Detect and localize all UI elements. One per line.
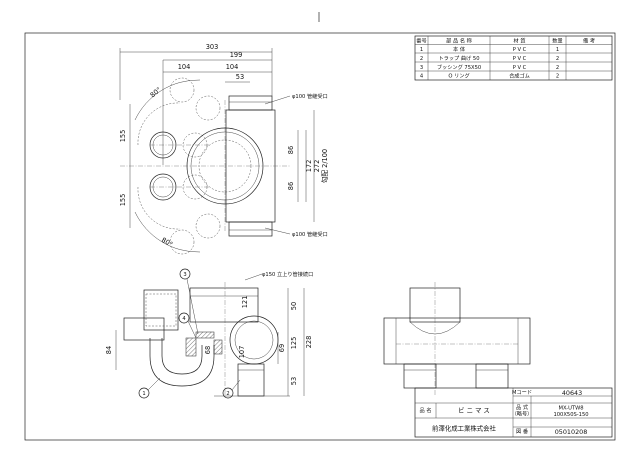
mcode-label: Mコード [512, 389, 532, 396]
dim-272: 272 [313, 160, 321, 173]
model-value: MX-UTW8 [558, 406, 583, 412]
parts-cell-material: P V C [513, 65, 527, 71]
parts-header-qty: 数量 [552, 36, 562, 44]
mcode-value: 40643 [562, 389, 582, 397]
model-label-sub: （略号） [512, 410, 533, 418]
drawing-no-value: 05010208 [555, 428, 588, 436]
parts-cell-qty: 2 [556, 65, 559, 71]
dim-53-section: 53 [290, 377, 298, 385]
parts-header-name: 部 品 名 称 [446, 36, 472, 44]
plan-view: 303 199 104 104 53 155 155 86 86 172 272… [119, 43, 329, 255]
parts-cell-qty: 2 [556, 56, 559, 62]
parts-cell-no: 3 [420, 65, 423, 71]
callout-3: 3 [179, 268, 199, 335]
parts-cell-name: トラップ 曲げ 50 [438, 54, 479, 62]
svg-text:3: 3 [183, 272, 186, 278]
parts-header-note: 備 考 [583, 36, 595, 44]
drawing-frame [24, 12, 616, 441]
model-value-sub: 100X50S-150 [553, 412, 588, 418]
parts-cell-no: 1 [420, 47, 423, 53]
name-value: ビ ニ マ ス [458, 406, 490, 415]
dim-53: 53 [236, 73, 244, 81]
parts-row: 2 トラップ 曲げ 50 P V C 2 [420, 54, 559, 62]
parts-cell-material: P V C [513, 47, 527, 53]
dim-172: 172 [305, 160, 313, 173]
parts-cell-name: ブッシング 75X50 [437, 63, 481, 71]
dim-107: 107 [238, 346, 246, 359]
dim-121: 121 [241, 296, 249, 309]
side-view [383, 282, 531, 396]
dim-50: 50 [290, 302, 298, 310]
angle-top: 80° [149, 86, 163, 100]
note-riser: φ150 立上り管接続口 [262, 270, 313, 278]
svg-text:4: 4 [182, 316, 186, 322]
dim-104-left: 104 [178, 63, 191, 71]
callout-1: 2 [222, 379, 241, 399]
dim-125: 125 [290, 337, 298, 350]
note-bottom-inlet: φ100 管継受口 [292, 230, 328, 238]
parts-row: 4 O リング 合成ゴム 2 [420, 72, 559, 80]
parts-cell-no: 2 [420, 56, 423, 62]
parts-header-no: 番号 [416, 37, 426, 44]
parts-row: 3 ブッシング 75X50 P V C 2 [420, 63, 559, 71]
dim-303: 303 [206, 43, 219, 51]
dim-86-top: 86 [287, 146, 295, 154]
title-block: Mコード 40643 品 名 ビ ニ マ ス 品 式 （略号） MX-UTW8 … [414, 387, 613, 438]
dim-68: 68 [204, 346, 212, 354]
parts-header-material: 材 質 [513, 36, 525, 44]
section-view: 50 125 53 228 69 121 107 68 84 φ150 立上り管… [105, 268, 313, 399]
note-top-inlet: φ100 管継受口 [292, 92, 328, 100]
parts-cell-material: P V C [513, 56, 527, 62]
parts-table: 番号 部 品 名 称 材 質 数量 備 考 1 本 体 P V C 1 2 トラ… [414, 35, 613, 81]
parts-row: 1 本 体 P V C 1 [420, 45, 559, 53]
dim-104-right: 104 [226, 63, 239, 71]
svg-text:2: 2 [226, 391, 229, 397]
dim-84: 84 [105, 346, 113, 354]
callout-2: 1 [138, 377, 161, 399]
parts-cell-material: 合成ゴム [509, 72, 530, 80]
drawing-no-label: 図 番 [516, 428, 529, 435]
parts-cell-name: 本 体 [453, 45, 466, 53]
parts-cell-no: 4 [420, 74, 424, 80]
dim-86-bottom: 86 [287, 182, 295, 190]
slope-note: 勾配 2/100 [320, 149, 329, 183]
dim-69: 69 [278, 344, 286, 352]
model-label: 品 式 [516, 403, 529, 411]
parts-cell-qty: 1 [556, 47, 559, 53]
svg-text:1: 1 [142, 391, 145, 397]
parts-cell-name: O リング [448, 72, 469, 80]
name-label: 品 名 [419, 406, 431, 414]
dim-155-top: 155 [119, 130, 127, 143]
callout-4: 4 [178, 312, 197, 339]
dim-155-bottom: 155 [119, 194, 127, 207]
dim-199: 199 [230, 51, 243, 59]
dim-228: 228 [305, 336, 313, 349]
company-name: 前澤化成工業株式会社 [432, 424, 497, 433]
parts-cell-qty: 2 [556, 74, 559, 80]
